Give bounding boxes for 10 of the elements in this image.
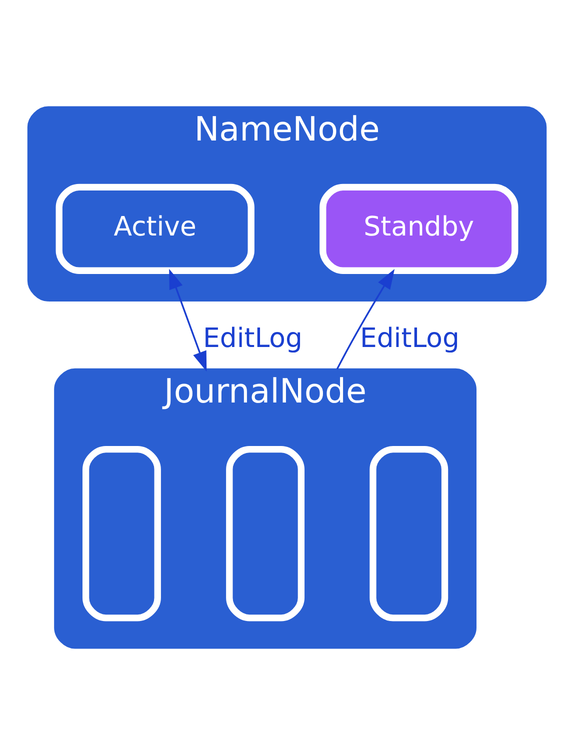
node-box — [226, 445, 305, 621]
cluster: JournalNode — [54, 368, 476, 648]
arrow — [169, 268, 207, 372]
edge-label: EditLog — [203, 322, 302, 354]
node-box — [370, 445, 448, 621]
node-box: Active — [56, 183, 254, 274]
node-box: Standby — [320, 183, 518, 274]
edge-label: EditLog — [360, 322, 460, 354]
node-box — [82, 445, 161, 621]
arrow — [336, 268, 395, 370]
